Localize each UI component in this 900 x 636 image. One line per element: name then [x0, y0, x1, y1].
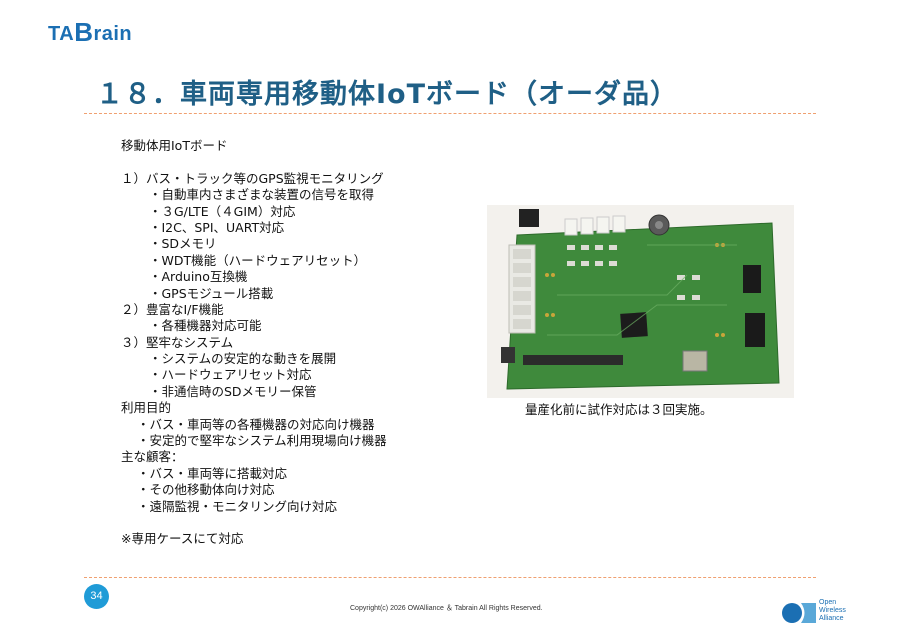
body-line: ・自動車内さまざまな装置の信号を取得 — [149, 187, 375, 203]
body-line: ・バス・車両等に搭載対応 — [137, 465, 288, 481]
body-text: 移動体用IoTボード １）バス・トラック等のGPS監視モニタリング・自動車内さま… — [121, 138, 387, 548]
spacer — [121, 154, 387, 170]
body-line: 主な顧客： — [121, 449, 184, 465]
footer-divider — [84, 577, 816, 578]
body-lines: １）バス・トラック等のGPS監視モニタリング・自動車内さまざまな装置の信号を取得… — [121, 171, 387, 515]
body-line: 利用目的 — [121, 400, 172, 416]
iot-board-photo — [487, 205, 794, 398]
page-number-badge: 34 — [84, 584, 109, 609]
logo-text-post: rain — [93, 23, 133, 45]
body-heading: 移動体用IoTボード — [121, 138, 228, 153]
body-line: ・I2C、SPI、UART対応 — [149, 219, 285, 235]
photo-caption: 量産化前に試作対応は３回実施。 — [525, 402, 713, 417]
slide-title: １８．車両専用移動体IoTボード（オーダ品） — [96, 79, 679, 110]
tabrain-logo: TABrain — [48, 16, 132, 47]
body-line: ・SDメモリ — [149, 236, 217, 252]
body-line: ２）豊富なI/F機能 — [121, 301, 224, 317]
logo-text-pre: TA — [48, 23, 75, 45]
body-line: ・WDT機能（ハードウェアリセット） — [149, 252, 367, 268]
body-line: ・システムの安定的な動きを展開 — [149, 351, 337, 367]
body-line: ・安定的で堅牢なシステム利用現場向け機器 — [137, 433, 387, 449]
owa-line-3: Alliance — [819, 615, 844, 622]
body-line: ・GPSモジュール搭載 — [149, 285, 274, 301]
owa-logo-words: Open Wireless Alliance — [819, 599, 846, 623]
body-line: ・バス・車両等の各種機器の対応向け機器 — [137, 416, 375, 432]
body-line: ・Arduino互換機 — [149, 269, 248, 285]
logo-text-b: B — [74, 17, 94, 47]
body-note: ※専用ケースにて対応 — [121, 531, 244, 547]
title-divider — [84, 113, 816, 114]
body-line: ・非通信時のSDメモリー保管 — [149, 383, 317, 399]
owa-line-1: Open — [819, 599, 837, 606]
body-line: ３）堅牢なシステム — [121, 334, 234, 350]
body-line: １）バス・トラック等のGPS監視モニタリング — [121, 170, 384, 186]
owa-line-2: Wireless — [819, 607, 846, 614]
owa-logo: Open Wireless Alliance — [781, 598, 851, 628]
body-line: ・ハードウェアリセット対応 — [149, 367, 312, 383]
owa-logo-mark-icon — [782, 603, 816, 623]
body-line: ・各種機器対応可能 — [149, 318, 262, 334]
body-line: ・その他移動体向け対応 — [137, 482, 275, 498]
body-line: ・３G/LTE（４GIM）対応 — [149, 203, 296, 219]
spacer — [121, 515, 387, 531]
copyright-text: Copyright(c) 2026 OWAlliance ＆ Tabrain A… — [350, 605, 543, 612]
body-line: ・遠隔監視・モニタリング向け対応 — [137, 498, 338, 514]
